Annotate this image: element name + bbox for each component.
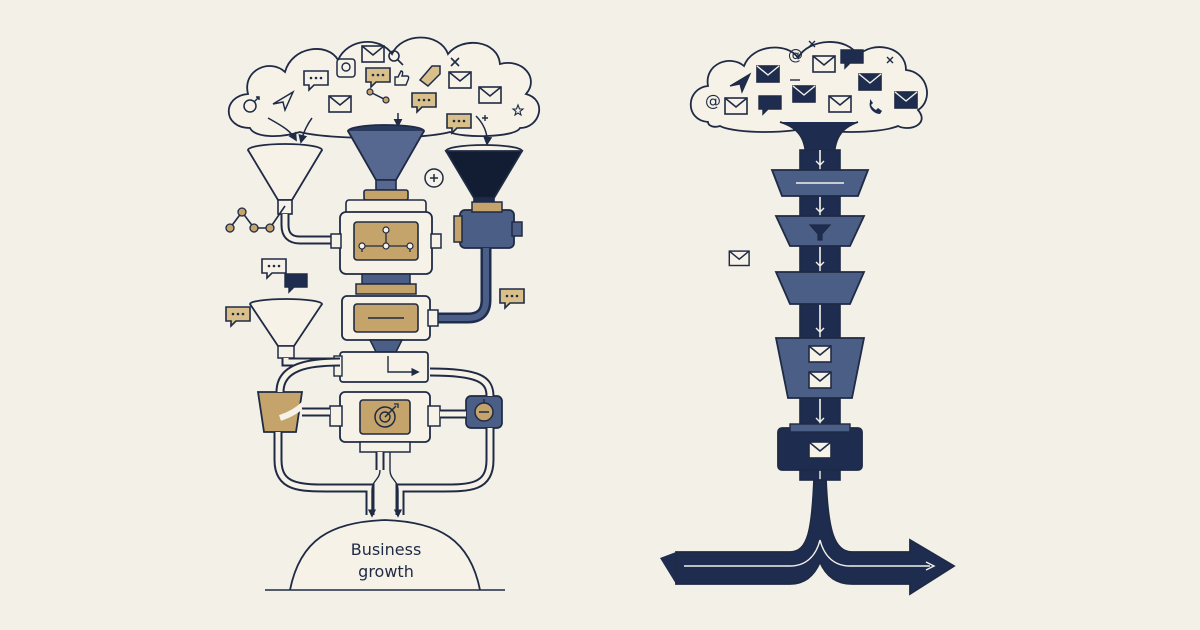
pipeline-stage-intake	[770, 169, 870, 197]
mail-icon	[448, 71, 472, 89]
target-icon	[374, 403, 399, 428]
mail-icon	[478, 86, 502, 104]
sorting-bin	[256, 391, 307, 433]
send-icon	[729, 72, 752, 94]
close-icon	[450, 57, 460, 67]
mail-icon	[828, 95, 852, 113]
send-icon	[272, 90, 295, 113]
pipe-network	[273, 357, 495, 518]
right-diagram: @ @	[660, 40, 956, 596]
user-icon	[336, 58, 356, 78]
chat-icon	[225, 306, 251, 327]
plus-icon	[424, 168, 444, 188]
svg-text:@: @	[705, 91, 721, 110]
mail-icon	[756, 65, 780, 83]
mail-icon	[812, 55, 836, 73]
targeting-processor	[329, 391, 441, 453]
mail-icon	[808, 371, 832, 389]
svg-text:@: @	[788, 46, 803, 64]
pipeline-stage-qualify	[728, 250, 866, 305]
mail-icon	[808, 345, 832, 363]
mail-icon	[724, 97, 748, 115]
flow-arrows	[815, 150, 825, 423]
message-processor	[341, 295, 439, 341]
outcome-label-line1: Business	[351, 540, 422, 559]
mail-icon	[894, 91, 918, 109]
chat-icon	[284, 273, 308, 293]
at-icon: @	[788, 46, 803, 64]
tag-icon	[418, 65, 441, 87]
close-icon	[886, 56, 894, 64]
mail-icon	[728, 250, 750, 267]
share-icon	[243, 96, 260, 113]
node-icon	[366, 88, 390, 104]
phone-icon	[869, 99, 882, 114]
mail-icon	[328, 95, 352, 113]
chat-icon	[261, 258, 287, 279]
processor-top	[345, 189, 427, 215]
at-icon: @	[705, 91, 721, 110]
network-icon	[225, 205, 286, 233]
mail-icon	[792, 85, 816, 103]
close-icon	[808, 40, 816, 48]
side-processor	[453, 201, 523, 249]
transfer-block	[333, 339, 429, 383]
left-idea-cloud	[227, 36, 541, 139]
intake-funnel-right	[444, 144, 524, 209]
mail-icon	[858, 73, 882, 91]
filter-icon	[808, 224, 832, 241]
search-icon	[388, 50, 404, 66]
pipeline-stage-deliver	[777, 423, 863, 471]
pipeline-stage-filter	[774, 215, 866, 247]
gauge-icon	[465, 395, 503, 429]
intake-funnel-left	[247, 143, 323, 215]
mail-icon	[361, 45, 385, 63]
star-icon	[511, 103, 525, 117]
chat-icon	[499, 288, 525, 309]
secondary-funnel	[249, 298, 323, 359]
left-diagram: Business growth	[225, 36, 541, 591]
business-growth-outcome: Business growth	[265, 519, 505, 591]
outcome-label-line2: growth	[358, 562, 414, 581]
plus-icon	[482, 115, 488, 121]
routing-processor	[330, 211, 442, 275]
output-channel	[660, 479, 956, 596]
pipeline-stage-nurture	[774, 337, 866, 399]
intake-funnel-center	[347, 124, 425, 191]
thumbs-up-icon	[394, 70, 410, 86]
mail-icon	[808, 441, 832, 459]
